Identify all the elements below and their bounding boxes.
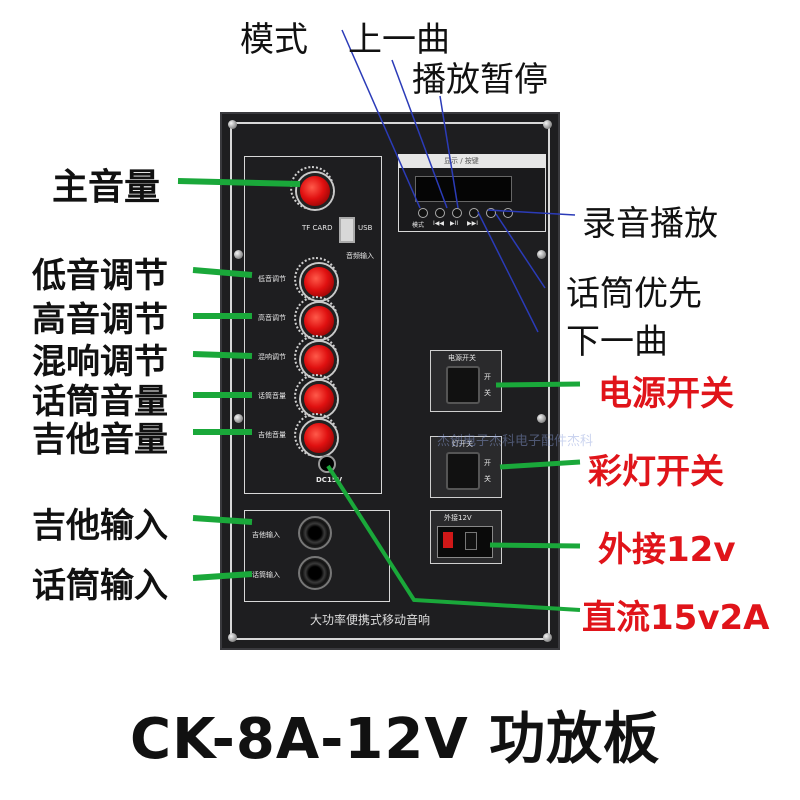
master-volume-knob[interactable] [297, 173, 333, 209]
leader-line-mode [341, 29, 421, 209]
leader-line-bass [192, 267, 253, 278]
mode-btn-label: 模式 [412, 222, 425, 229]
leader-line-guitar-in [192, 515, 253, 525]
label-dc-input: 直流15v2A [582, 598, 770, 638]
label-light-switch: 彩灯开关 [588, 452, 724, 492]
mic-jack-label: 话筒输入 [252, 571, 280, 579]
screw-icon [228, 633, 237, 642]
leader-line-record [487, 209, 576, 216]
controls-box [244, 156, 382, 494]
guitar-input-jack[interactable] [298, 516, 332, 550]
usb-port[interactable] [339, 217, 355, 243]
label-mic-priority: 话筒优先 [566, 274, 702, 314]
label-ext-12v: 外接12v [598, 530, 736, 570]
label-mic-volume: 话筒音量 [32, 382, 168, 422]
knob-scale [294, 413, 338, 457]
prev-button[interactable] [435, 208, 445, 218]
screw-icon [543, 633, 552, 642]
label-record-play: 录音播放 [582, 204, 718, 244]
mic-volume-knob[interactable] [301, 381, 337, 417]
audio-in-label: 音频输入 [346, 252, 374, 260]
label-bass: 低音调节 [32, 256, 168, 296]
usb-label: USB [358, 224, 373, 232]
leader-line-ext [489, 542, 581, 549]
leader-line-reverb [192, 351, 253, 359]
tf-card-label: TF CARD [302, 224, 333, 232]
terminal-black-clip[interactable] [465, 532, 477, 550]
panel-bottom-title: 大功率便携式移动音响 [310, 613, 431, 627]
label-mic-input: 话筒输入 [32, 566, 168, 606]
master-volume-scale [290, 166, 334, 210]
leader-line-play [439, 95, 459, 209]
screw-icon [537, 250, 546, 259]
play-btn-label: ▶II [450, 220, 459, 227]
leader-line-prev [391, 59, 448, 209]
panel-inner-frame [230, 122, 550, 640]
label-power-switch: 电源开关 [598, 374, 734, 414]
label-guitar-volume: 吉他音量 [32, 420, 168, 460]
light-box-label: 灯开关 [452, 440, 473, 448]
terminal-red-clip[interactable] [443, 532, 453, 548]
screw-icon [234, 414, 243, 423]
model-title: CK-8A-12V 功放板 [130, 707, 661, 772]
reverb-label: 混响调节 [258, 353, 286, 361]
guitar-jack-label: 吉他输入 [252, 531, 280, 539]
label-prev: 上一曲 [348, 20, 450, 60]
watermark-text: 杰创电子杰科电子配件杰科 [437, 434, 594, 449]
prev-btn-label: I◀◀ [433, 220, 444, 227]
leader-line-power [495, 381, 581, 388]
mic-volume-label: 话筒音量 [258, 392, 286, 400]
mic-input-jack[interactable] [298, 556, 332, 590]
mic-priority-button[interactable] [486, 208, 496, 218]
guitar-volume-knob[interactable] [301, 420, 337, 456]
bass-label: 低音调节 [258, 275, 286, 283]
mode-button[interactable] [418, 208, 428, 218]
label-reverb: 混响调节 [32, 342, 168, 382]
treble-label: 高音调节 [258, 314, 286, 322]
screw-icon [234, 250, 243, 259]
label-play-pause: 播放暂停 [412, 60, 548, 100]
screw-icon [228, 120, 237, 129]
light-on-label: 开 [484, 459, 491, 467]
light-off-label: 关 [484, 475, 491, 483]
label-guitar-input: 吉他输入 [32, 506, 168, 546]
leader-line-next [477, 211, 539, 333]
label-treble: 高音调节 [32, 300, 168, 340]
leader-line-mic-in [192, 571, 253, 581]
next-button[interactable] [503, 208, 513, 218]
dc-label: DC15V [316, 476, 343, 484]
guitar-volume-label: 吉他音量 [258, 431, 286, 439]
next-btn-label: ▶▶I [467, 220, 478, 227]
leader-line-mic-priority [495, 213, 546, 289]
led-display [415, 176, 512, 202]
amplifier-panel: TF CARD USB 音频输入 低音调节 高音调节 混响调节 话筒音量 吉他音… [220, 112, 593, 650]
media-module-caption-bar [398, 154, 546, 168]
leader-line-dc [326, 464, 581, 612]
power-box-label: 电源开关 [448, 354, 476, 362]
ext-12v-label: 外接12V [444, 514, 472, 522]
play-pause-button[interactable] [452, 208, 462, 218]
leader-line-light [499, 459, 581, 470]
label-mode: 模式 [240, 20, 308, 60]
screw-icon [543, 120, 552, 129]
label-next: 下一曲 [566, 322, 668, 362]
label-master-volume: 主音量 [52, 167, 161, 208]
light-rocker-switch[interactable] [446, 452, 480, 490]
screw-icon [537, 414, 546, 423]
media-module-caption: 显示 / 按键 [444, 157, 479, 165]
leader-line-master [177, 178, 301, 187]
power-off-label: 关 [484, 389, 491, 397]
power-on-label: 开 [484, 373, 491, 381]
inputs-box [244, 510, 390, 602]
power-rocker-switch[interactable] [446, 366, 480, 404]
